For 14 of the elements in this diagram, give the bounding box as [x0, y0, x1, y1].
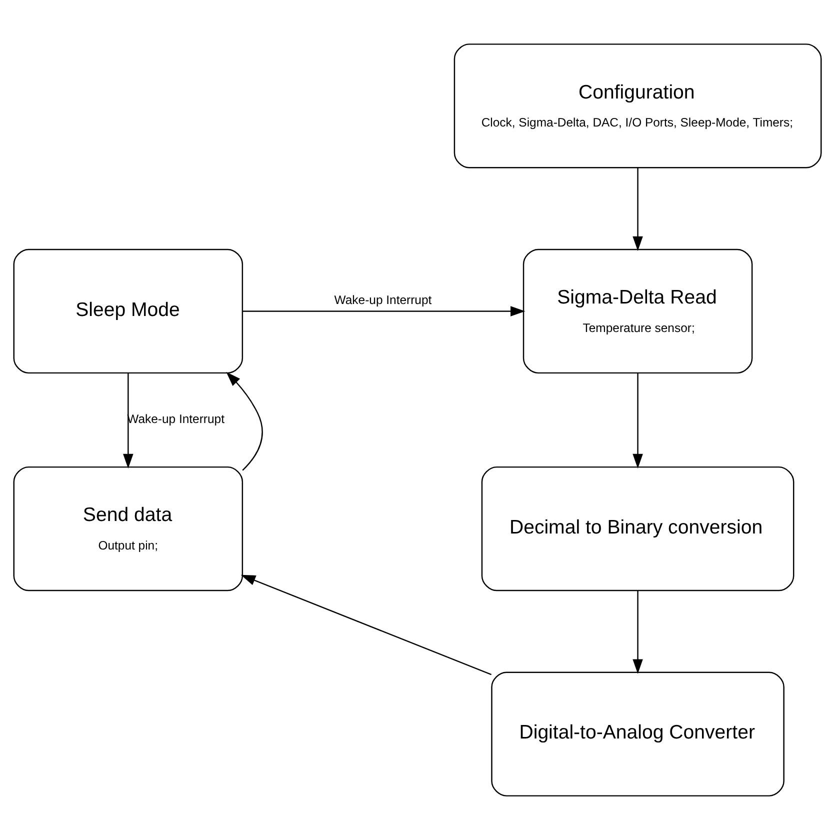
edge-label: Wake-up Interrupt — [334, 292, 432, 306]
node-box: Send data Output pin; — [12, 466, 243, 591]
node-box: Sigma-Delta Read Temperature sensor; — [522, 248, 752, 374]
arrow — [122, 373, 133, 468]
node-box: Decimal to Binary conversion — [480, 466, 794, 591]
arrow — [242, 306, 525, 316]
arrow — [226, 371, 262, 470]
node-box: Sleep Mode — [12, 248, 243, 374]
node-box: Digital-to-Analog Converter — [490, 671, 784, 796]
arrow — [240, 574, 492, 675]
node-box: Configuration Clock, Sigma-Delta, DAC, I/O Ports, Sleep-Mode, Timers; — [453, 43, 822, 168]
arrow — [632, 590, 642, 674]
arrow — [632, 168, 642, 251]
arrow — [632, 373, 642, 468]
